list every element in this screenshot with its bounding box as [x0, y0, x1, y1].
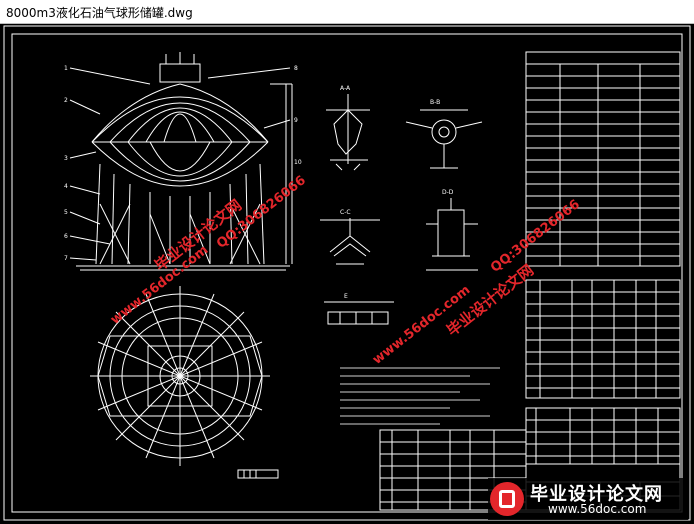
watermark-banner: 毕业设计论文网 www.56doc.com [488, 478, 688, 520]
callout-1: 1 [64, 65, 68, 72]
window-title: 8000m3液化石油气球形储罐.dwg [6, 6, 193, 20]
outer-frame [3, 25, 691, 521]
banner-url: www.56doc.com [548, 502, 647, 516]
detail-view-d [426, 198, 478, 271]
callout-2: 2 [64, 97, 68, 104]
cad-drawing-canvas[interactable]: 1 2 3 4 5 6 7 8 9 10 A-A B-B C-C D-D E 毕… [0, 24, 694, 524]
callout-6: 6 [64, 233, 68, 240]
parts-list-right [525, 407, 681, 465]
section-mark-a: A-A [340, 85, 351, 92]
cad-drawing: 1 2 3 4 5 6 7 8 9 10 A-A B-B C-C D-D E [3, 25, 691, 521]
callout-5: 5 [64, 209, 68, 216]
technical-notes [340, 367, 500, 425]
section-mark-b: B-B [430, 99, 440, 106]
detail-view-e [324, 301, 394, 325]
section-mark-e: E [344, 293, 348, 300]
window-titlebar: 8000m3液化石油气球形储罐.dwg [0, 0, 694, 24]
callout-7: 7 [64, 255, 68, 262]
drawing-border [11, 33, 683, 513]
section-mark-c: C-C [340, 209, 351, 216]
brand-logo-icon [490, 482, 524, 516]
spec-table [525, 51, 681, 267]
callout-4: 4 [64, 183, 68, 190]
sphere-elevation-view [69, 52, 293, 271]
callout-3: 3 [64, 155, 68, 162]
bolt-detail [237, 469, 279, 479]
callout-9: 9 [294, 117, 298, 124]
callout-8: 8 [294, 65, 298, 72]
callout-10: 10 [294, 159, 302, 166]
sphere-plan-view [90, 286, 270, 466]
nozzle-table [525, 279, 681, 399]
section-mark-d: D-D [442, 189, 454, 196]
detail-view-a [326, 94, 370, 171]
detail-view-b [405, 109, 483, 169]
detail-view-c [320, 218, 380, 265]
banner-brand: 毕业设计论文网 [530, 484, 663, 505]
